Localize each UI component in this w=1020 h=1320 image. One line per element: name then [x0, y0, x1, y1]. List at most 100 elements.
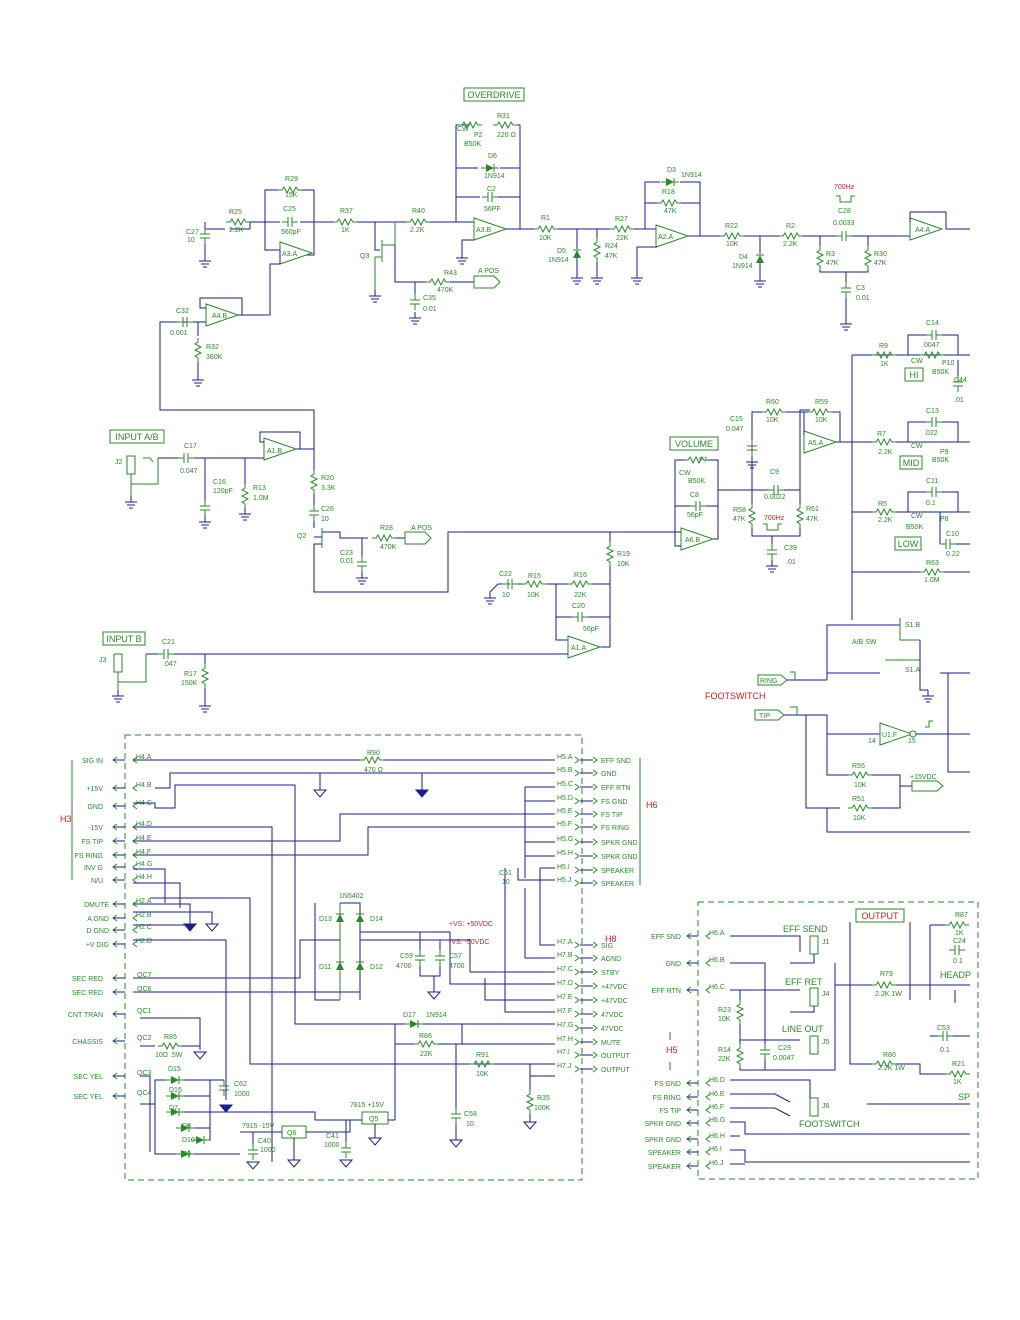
h5-pin-mark — [705, 1135, 711, 1143]
h6-pin-mark — [574, 879, 580, 887]
r87-value: 1K — [955, 930, 964, 937]
c15-value: 0.047 — [726, 426, 744, 433]
c29-label: C29 — [778, 1045, 791, 1052]
c11-label: C11 — [926, 478, 938, 485]
c41-label: C41 — [326, 1133, 339, 1140]
c8-label: C8 — [690, 492, 699, 499]
p8-cw: CW — [911, 513, 923, 520]
h6-connector-mark — [592, 756, 598, 764]
h8-pin-4: H7.E — [557, 994, 573, 1001]
qc-signal-0: SEC RED — [72, 976, 103, 983]
c9-value: 0.0022 — [764, 494, 786, 501]
j2-jack — [126, 455, 136, 475]
r16-label: R16 — [574, 572, 587, 579]
r5-label: R5 — [878, 501, 887, 508]
r25-label: R25 — [229, 209, 242, 216]
ring-label: RING — [760, 678, 778, 685]
h5-pin-3: H6.D — [709, 1077, 725, 1084]
r14-value: 22K — [718, 1056, 731, 1063]
r91-value: 10K — [476, 1071, 489, 1078]
vs-plus-label: +VS: +50VDC — [449, 921, 493, 928]
r30-value: 47K — [874, 260, 887, 267]
r31-value: 220 Ω — [497, 132, 516, 139]
h6-connector-mark — [592, 852, 598, 860]
c3-value: 0.01 — [856, 295, 870, 302]
input-b-label-box — [102, 631, 146, 646]
h5-pin-8: H6.I — [709, 1146, 722, 1153]
r13-value: 1.0M — [253, 495, 269, 502]
d5-value: 1N914 — [548, 257, 569, 264]
r58-label: R58 — [733, 507, 746, 514]
r18-value: 47K — [664, 208, 677, 215]
h3-signal-1: +15V — [86, 786, 103, 793]
r59-label: R59 — [815, 399, 828, 406]
r85-label: R85 — [164, 1034, 177, 1041]
d17-value: 1N914 — [426, 1012, 447, 1019]
vs-minus-label: -VS: -50VDC — [449, 939, 489, 946]
qc-pin-4: QC3 — [137, 1070, 152, 1077]
h2-signal-0: DMUTE — [84, 902, 109, 909]
r59-value: 10K — [815, 417, 828, 424]
h6-pin-8: H5.I — [557, 864, 570, 871]
p9-value: B50K — [932, 457, 949, 464]
p9-cw: CW — [911, 443, 923, 450]
h8-pin-mark — [574, 1010, 580, 1018]
h2-signal-2: D GND — [86, 928, 109, 935]
h6-connector-mark — [592, 823, 598, 831]
power-interface-board: H3 H6 H8 SIG INH4.A+15VH4.BGNDH4.C-15VH4… — [60, 734, 658, 1181]
p10-label: P10 — [942, 360, 955, 367]
r51-value: 10K — [853, 815, 866, 822]
h6-pin-mark — [574, 756, 580, 764]
c9-label: C9 — [770, 469, 779, 476]
d13-label: D13 — [319, 916, 332, 923]
sp-label: SP — [958, 1092, 970, 1102]
h8-signal-5: 47VDC — [601, 1012, 624, 1019]
c29-value: 0.0047 — [773, 1055, 795, 1062]
p7-value: B50K — [688, 478, 705, 485]
r5-value: 2.2K — [878, 517, 893, 524]
h3-pin-6: H4.G — [136, 861, 152, 868]
r17-value: 150K — [181, 680, 198, 687]
j3-label: J3 — [99, 657, 107, 664]
h8-signal-7: MUTE — [601, 1040, 621, 1047]
qc-pin-3: QC2 — [137, 1035, 152, 1042]
c10-label: C10 — [946, 531, 959, 538]
h5-pin-0: H6.A — [709, 930, 725, 937]
c2-value: 56PF — [484, 206, 501, 213]
volume-label: VOLUME — [675, 439, 713, 449]
j5-label: J5 — [822, 1039, 830, 1046]
r29-label: R29 — [285, 176, 298, 183]
h8-pin-mark — [574, 968, 580, 976]
c35-value: 0.01 — [423, 306, 437, 313]
h6-signal-3: FS GND — [601, 799, 627, 806]
h2-pin-mark — [132, 940, 138, 948]
qc-pin-0: QC7 — [137, 972, 152, 979]
h5-pin-2: H6.C — [709, 984, 725, 991]
h5-signal-8: SPEAKER — [648, 1150, 681, 1157]
h6-connector-mark — [592, 879, 598, 887]
c20-value: 56pF — [583, 626, 599, 633]
c24-label: C24 — [953, 938, 966, 945]
s1a-label: S1.A — [905, 667, 921, 674]
h5-signal-7: SPKR GND — [644, 1137, 681, 1144]
h5-signal-9: SPEAKER — [648, 1164, 681, 1171]
hi-label-box — [904, 367, 924, 382]
c28-label: C28 — [838, 208, 851, 215]
headp-label: HEADP — [940, 970, 971, 980]
h6-signal-1: GND — [601, 771, 617, 778]
board-outline — [124, 734, 583, 1181]
tone-volume-stage: VOLUME A6.B P7 B50K CW C8 56pF R58 47K C… — [665, 320, 970, 620]
h6-signal-4: FS TIP — [601, 812, 623, 819]
h6-signal-2: EFF RTN — [601, 785, 630, 792]
c2-label: C2 — [487, 186, 496, 193]
h6-pin-mark — [574, 823, 580, 831]
h8-pin-mark — [574, 982, 580, 990]
p2-label: P2 — [474, 132, 483, 139]
h5-signal-4: FS RING — [653, 1095, 681, 1102]
footswitch-section-label: FOOTSWITCH — [705, 691, 766, 701]
c39-label: C39 — [784, 545, 797, 552]
c40-label: C40 — [258, 1138, 271, 1145]
c39-value: .01 — [786, 559, 796, 566]
overdrive-label: OVERDRIVE — [467, 90, 520, 100]
